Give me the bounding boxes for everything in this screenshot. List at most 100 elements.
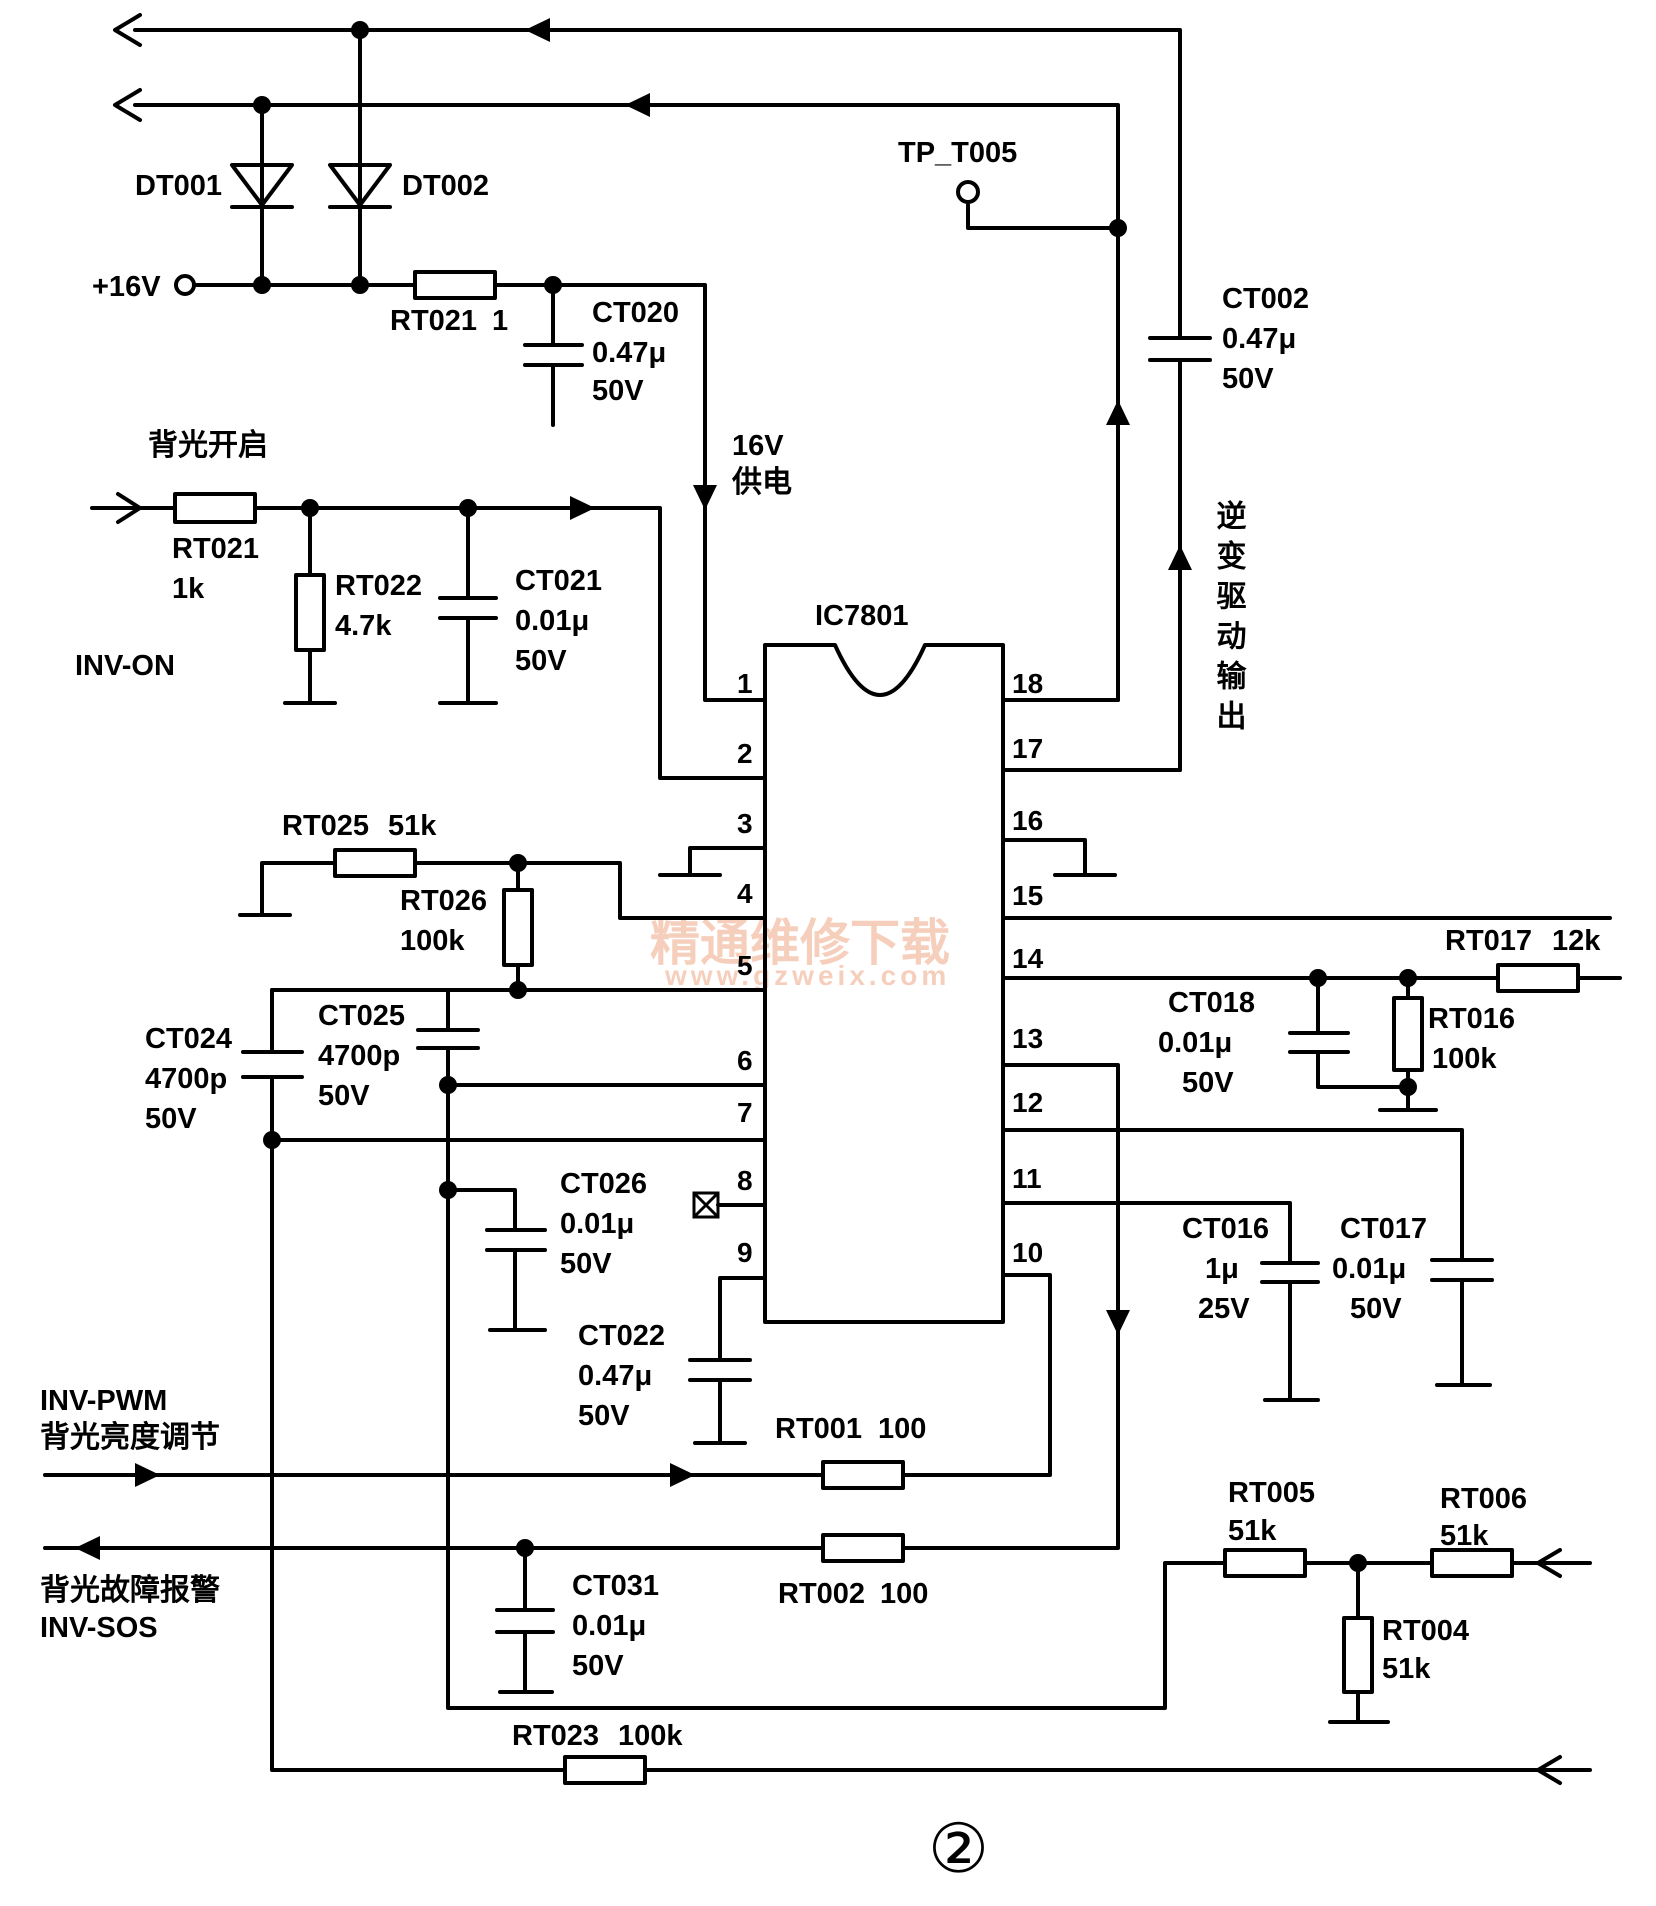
svg-text:50V: 50V <box>572 1650 624 1682</box>
capacitor-ct026: CT026 0.01μ 50V <box>485 1168 647 1280</box>
svg-text:50V: 50V <box>1182 1067 1234 1099</box>
resistor-rt021-b <box>173 492 257 524</box>
svg-text:CT031: CT031 <box>572 1570 659 1602</box>
svg-text:逆变驱动输出: 逆变驱动输出 <box>1211 499 1247 740</box>
svg-text:CT002: CT002 <box>1222 283 1309 315</box>
diode-dt002: DT002 <box>328 163 489 209</box>
resistor-rt016 <box>1392 996 1424 1072</box>
capacitor-ct020: CT020 0.47μ 50V <box>523 297 679 407</box>
svg-text:RT021: RT021 <box>390 305 477 337</box>
pin-1: 1 <box>737 668 753 699</box>
svg-text:CT024: CT024 <box>145 1023 232 1055</box>
capacitor-ct002: CT002 0.47μ 50V <box>1148 283 1309 395</box>
watermark-url: www.gzweix.com <box>664 960 950 991</box>
pin-4: 4 <box>737 878 753 909</box>
resistor-rt001 <box>821 1460 905 1490</box>
resistor-rt006 <box>1430 1548 1514 1578</box>
inv-on-label: INV-ON <box>75 650 175 682</box>
svg-text:50V: 50V <box>318 1080 370 1112</box>
svg-text:50V: 50V <box>578 1400 630 1432</box>
svg-text:12k: 12k <box>1552 925 1601 957</box>
svg-text:1: 1 <box>492 305 508 337</box>
svg-text:RT021: RT021 <box>172 533 259 565</box>
capacitor-ct022: CT022 0.47μ 50V <box>578 1320 752 1432</box>
pin-15: 15 <box>1012 880 1043 911</box>
arrows <box>75 13 1562 1785</box>
fault-alarm-label: 背光故障报警 <box>40 1573 220 1608</box>
svg-text:RT026: RT026 <box>400 885 487 917</box>
svg-text:50V: 50V <box>145 1103 197 1135</box>
resistor-rt025 <box>333 848 417 878</box>
svg-text:CT022: CT022 <box>578 1320 665 1352</box>
supply-label-1: 16V <box>732 430 784 462</box>
v16-terminal <box>174 274 196 296</box>
wires <box>43 28 1622 1772</box>
pin-12: 12 <box>1012 1087 1043 1118</box>
resistor-rt026 <box>502 888 534 967</box>
pin-16: 16 <box>1012 805 1043 836</box>
pin-14: 14 <box>1012 943 1044 974</box>
svg-text:RT006: RT006 <box>1440 1483 1527 1515</box>
pin-10: 10 <box>1012 1237 1043 1268</box>
pin-13: 13 <box>1012 1023 1043 1054</box>
svg-text:1μ: 1μ <box>1205 1253 1239 1285</box>
svg-text:50V: 50V <box>1350 1293 1402 1325</box>
svg-text:50V: 50V <box>515 645 567 677</box>
resistor-rt002 <box>821 1533 905 1563</box>
svg-text:51k: 51k <box>1440 1520 1489 1552</box>
svg-text:RT001: RT001 <box>775 1413 862 1445</box>
svg-text:RT017: RT017 <box>1445 925 1532 957</box>
svg-text:50V: 50V <box>560 1248 612 1280</box>
svg-text:0.47μ: 0.47μ <box>578 1360 652 1392</box>
svg-text:4700p: 4700p <box>145 1063 227 1095</box>
pin-8: 8 <box>737 1165 753 1196</box>
svg-text:DT001: DT001 <box>135 170 222 202</box>
resistor-rt017 <box>1496 963 1580 993</box>
svg-text:1k: 1k <box>172 573 205 605</box>
capacitor-ct018: CT018 0.01μ 50V <box>1158 987 1350 1099</box>
capacitor-ct024: CT024 4700p 50V <box>145 1023 304 1135</box>
capacitor-ct031: CT031 0.01μ 50V <box>495 1570 659 1682</box>
capacitor-ct017: CT017 0.01μ 50V <box>1332 1213 1494 1325</box>
svg-text:51k: 51k <box>388 810 437 842</box>
svg-text:100: 100 <box>880 1578 928 1610</box>
resistor-rt023 <box>563 1755 647 1785</box>
svg-text:CT017: CT017 <box>1340 1213 1427 1245</box>
test-point-label: TP_T005 <box>898 137 1017 169</box>
capacitor-ct025: CT025 4700p 50V <box>318 1000 480 1112</box>
svg-text:100k: 100k <box>1432 1043 1497 1075</box>
inv-sos-label: INV-SOS <box>40 1612 158 1644</box>
svg-text:RT005: RT005 <box>1228 1477 1315 1509</box>
svg-text:100k: 100k <box>400 925 465 957</box>
svg-text:50V: 50V <box>592 375 644 407</box>
capacitor-ct021: CT021 0.01μ 50V <box>438 565 602 677</box>
svg-text:100k: 100k <box>618 1720 683 1752</box>
resistor-rt021-a <box>413 270 497 300</box>
brightness-label: 背光亮度调节 <box>40 1420 220 1455</box>
svg-text:CT018: CT018 <box>1168 987 1255 1019</box>
pin-11: 11 <box>1012 1163 1042 1194</box>
inv-pwm-label: INV-PWM <box>40 1385 167 1417</box>
svg-text:0.01μ: 0.01μ <box>1158 1027 1232 1059</box>
figure-label: ② <box>928 1810 989 1889</box>
svg-text:4700p: 4700p <box>318 1040 400 1072</box>
svg-text:0.01μ: 0.01μ <box>572 1610 646 1642</box>
resistor-rt004 <box>1342 1616 1374 1694</box>
ic-name: IC7801 <box>815 600 909 632</box>
pin-5: 5 <box>737 950 753 981</box>
v16-label: +16V <box>92 271 161 303</box>
svg-text:25V: 25V <box>1198 1293 1250 1325</box>
test-point <box>956 180 980 204</box>
svg-text:RT022: RT022 <box>335 570 422 602</box>
svg-text:51k: 51k <box>1228 1515 1277 1547</box>
svg-text:0.01μ: 0.01μ <box>515 605 589 637</box>
svg-text:0.01μ: 0.01μ <box>560 1208 634 1240</box>
svg-text:4.7k: 4.7k <box>335 610 392 642</box>
pin-9: 9 <box>737 1237 753 1268</box>
svg-text:CT021: CT021 <box>515 565 602 597</box>
junctions <box>253 21 1417 1572</box>
svg-text:CT016: CT016 <box>1182 1213 1269 1245</box>
svg-text:100: 100 <box>878 1413 926 1445</box>
capacitor-ct016: CT016 1μ 25V <box>1182 1213 1320 1325</box>
svg-text:50V: 50V <box>1222 363 1274 395</box>
